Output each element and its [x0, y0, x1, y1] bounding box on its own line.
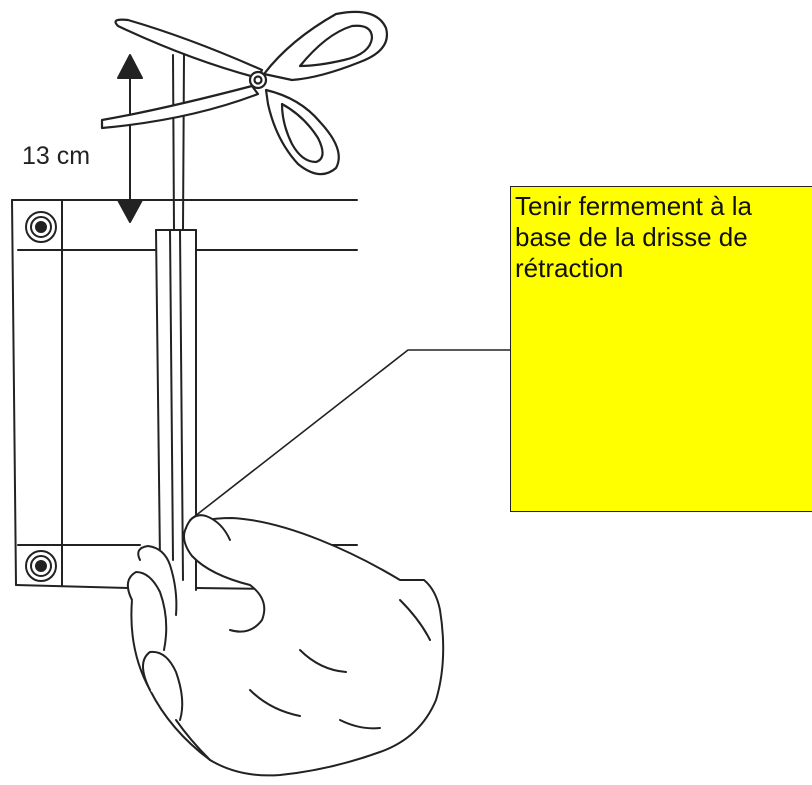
- grommet-icon: [25, 211, 57, 243]
- grommet-icon: [25, 550, 57, 582]
- callout-text: Tenir fermement à la base de la drisse d…: [515, 191, 752, 283]
- scissors-icon: [100, 10, 389, 176]
- callout-leader-line: [189, 349, 511, 521]
- callout-box: Tenir fermement à la base de la drisse d…: [510, 186, 812, 512]
- hand-icon: [126, 514, 445, 777]
- double-arrow-icon: [117, 54, 143, 223]
- measurement-label: 13 cm: [22, 142, 91, 170]
- retraction-sleeve: [155, 229, 197, 591]
- retraction-cord: [172, 54, 185, 231]
